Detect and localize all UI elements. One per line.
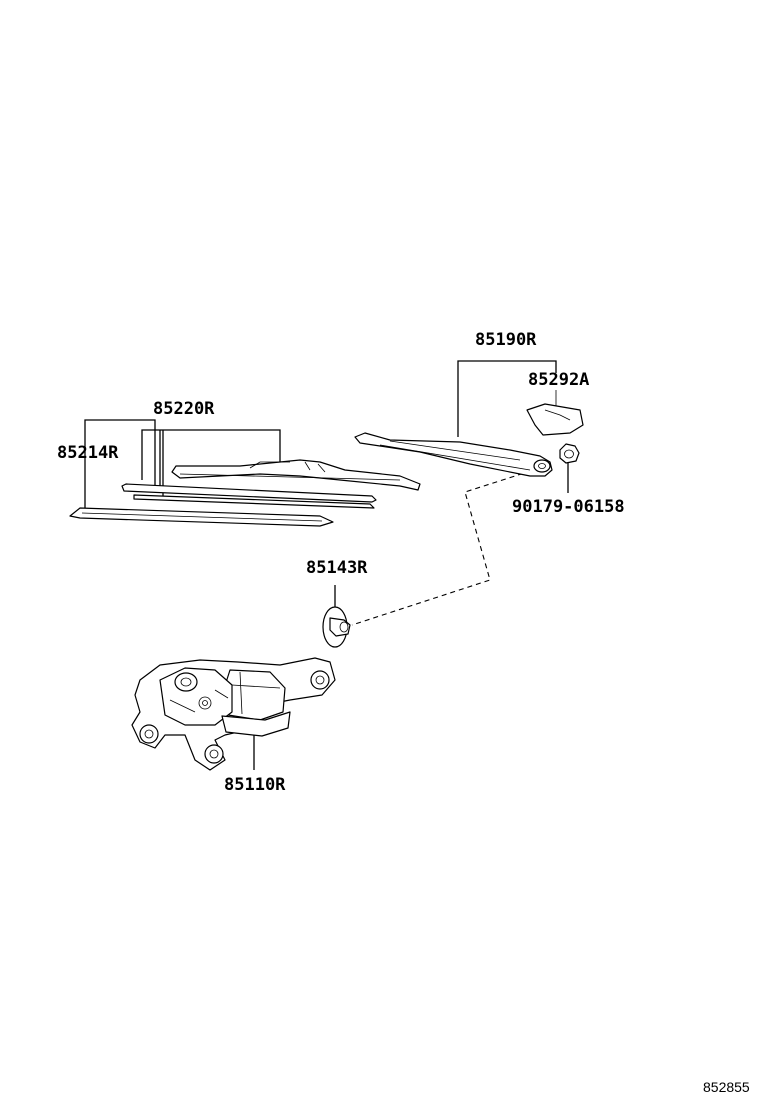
pivot-cap-drawing	[322, 606, 351, 648]
label-arm-cover: 85292A	[528, 370, 589, 390]
leader-wiper-arm	[457, 360, 557, 437]
wiper-motor-drawing	[131, 657, 336, 771]
leader-blade-rubber	[84, 419, 156, 510]
assembly-dashed-line	[351, 467, 541, 626]
wiper-arm-drawing	[354, 432, 553, 477]
label-wiper-blade: 85220R	[153, 399, 215, 419]
label-wiper-arm: 85190R	[475, 330, 537, 350]
arm-nut-drawing	[559, 443, 580, 464]
label-blade-rubber: 85214R	[57, 443, 119, 463]
label-wiper-motor: 85110R	[224, 775, 286, 795]
wiper-blade-drawing	[121, 459, 421, 509]
arm-cover-drawing	[526, 403, 584, 436]
figure-number: 852855	[703, 1079, 750, 1095]
label-arm-nut: 90179-06158	[512, 497, 625, 517]
blade-rubber-drawing	[69, 507, 334, 527]
label-pivot-cap: 85143R	[306, 558, 368, 578]
